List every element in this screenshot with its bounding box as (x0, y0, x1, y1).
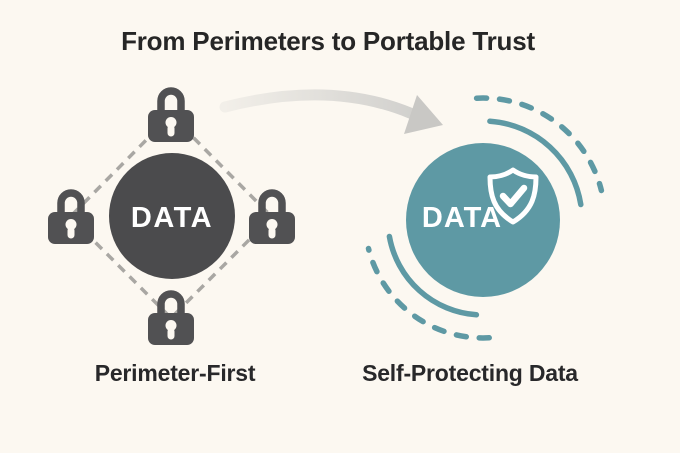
data-circle-dark (109, 153, 235, 279)
perimeter-first-diagram: DATA (15, 78, 335, 378)
data-circle-teal (406, 143, 560, 297)
shield-check-icon (487, 167, 539, 225)
arrow-head (404, 95, 443, 134)
caption-perimeter-first: Perimeter-First (94, 360, 256, 386)
orbit-arc-dashed-top (473, 95, 605, 194)
data-label-right: DATA (422, 202, 502, 234)
orbit-arc-solid-bottom (386, 233, 480, 318)
padlock-icon (148, 91, 194, 142)
orbit-arc-solid-top (487, 118, 584, 208)
caption-self-protecting-data: Self-Protecting Data (362, 360, 578, 386)
data-label-left: DATA (131, 202, 213, 234)
orbit-arc-dashed-bottom (365, 245, 492, 341)
arrow-shaft (219, 89, 416, 119)
self-protecting-data-diagram: DATA (365, 95, 605, 341)
curved-arrow-icon (219, 89, 443, 134)
page-title: From Perimeters to Portable Trust (121, 26, 535, 56)
